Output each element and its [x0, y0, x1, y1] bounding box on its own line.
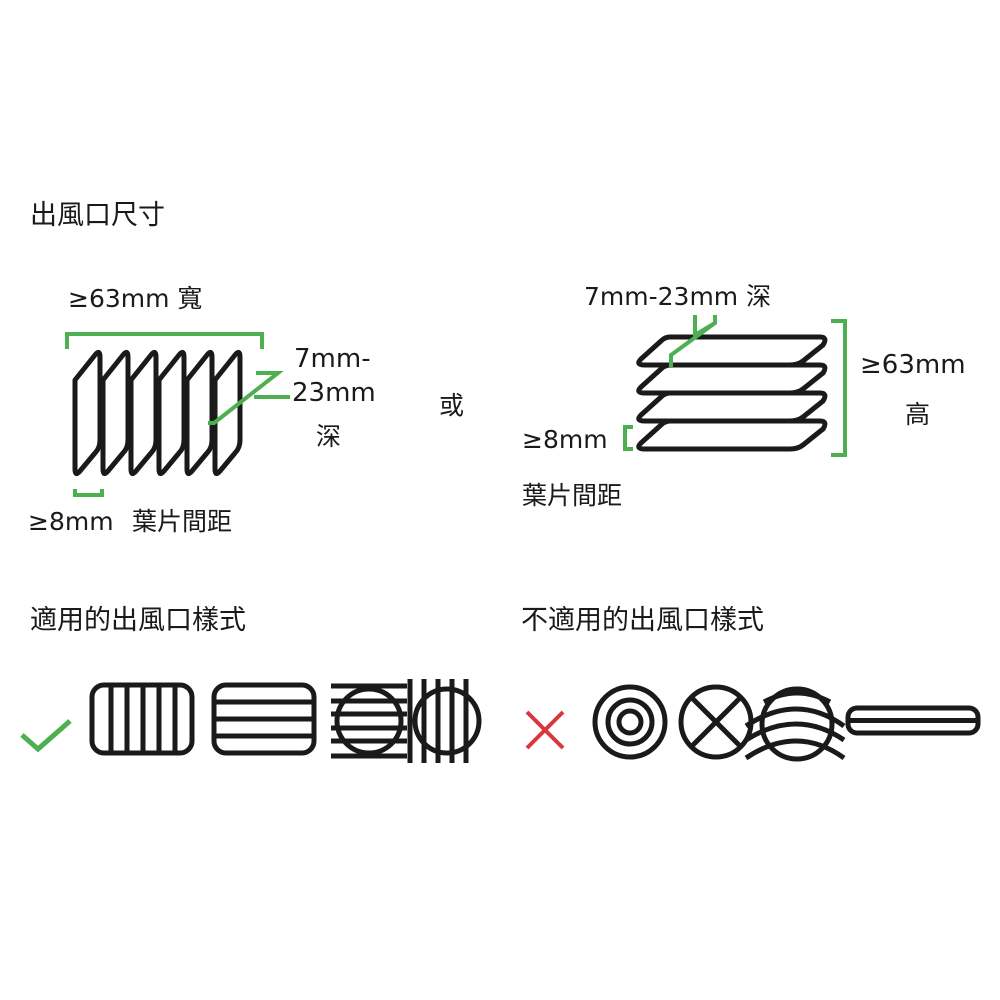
depth-label: 7mm-23mm 深 [584, 282, 772, 311]
height-label-line1: ≥63mm [860, 350, 966, 380]
narrow-slot-icon [845, 705, 981, 736]
check-icon [20, 719, 72, 753]
spherical-curved-slats-icon [744, 686, 846, 762]
depth-label-line2: 23mm [292, 378, 376, 408]
round-horizontal-slats-icon [331, 683, 407, 759]
suitable-section-title: 適用的出風口樣式 [30, 605, 246, 636]
rectangular-horizontal-slats-icon [211, 682, 317, 756]
spacing-caption-right: 葉片間距 [522, 481, 623, 510]
spacing-label: ≥8mm [28, 507, 114, 536]
concentric-circles-icon [592, 684, 668, 760]
unsuitable-section-title: 不適用的出風口樣式 [521, 605, 764, 636]
height-label-line2: 高 [905, 400, 931, 429]
vertical-blades-diagram [65, 332, 290, 497]
rectangular-vertical-slats-icon [89, 682, 195, 756]
horizontal-blades-diagram [623, 315, 847, 457]
size-section-title: 出風口尺寸 [30, 200, 165, 231]
round-vertical-slats-icon [407, 679, 482, 763]
cross-icon [525, 710, 565, 750]
spacing-caption: 葉片間距 [132, 507, 233, 536]
or-separator: 或 [439, 391, 465, 420]
depth-label-line3: 深 [316, 422, 342, 451]
spacing-label-right: ≥8mm [522, 425, 608, 454]
depth-label-line1: 7mm- [294, 344, 371, 374]
width-label: ≥63mm 寬 [68, 284, 203, 313]
